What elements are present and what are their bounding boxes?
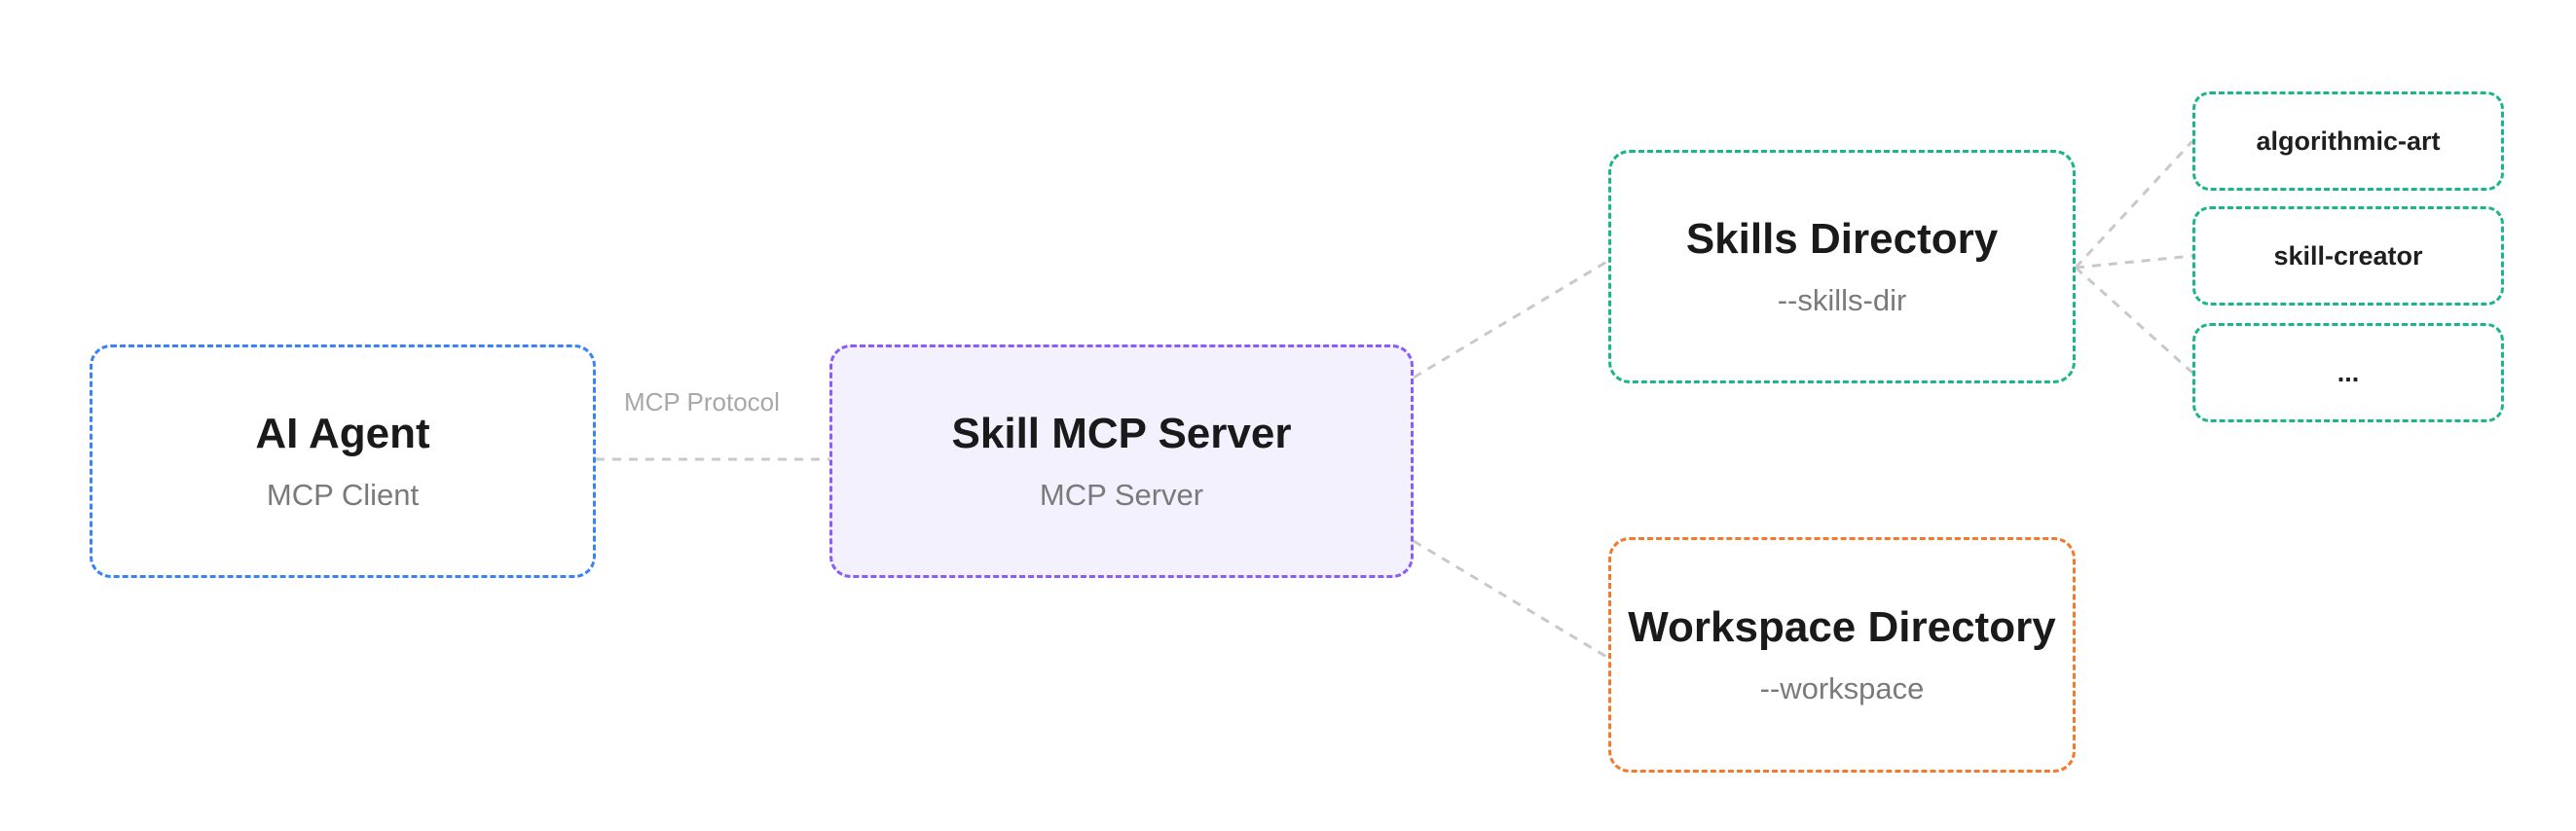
skill-item-skill-creator: skill-creator (2192, 206, 2504, 306)
skill-item-more: ... (2192, 323, 2504, 422)
node-workspace-directory-subtitle: --workspace (1759, 671, 1925, 706)
connector-server-workspace (1413, 539, 1609, 660)
connector-skills-item-1 (2074, 139, 2194, 270)
node-skills-directory: Skills Directory --skills-dir (1608, 150, 2076, 383)
node-ai-agent: AI Agent MCP Client (90, 344, 596, 578)
connector-server-skills (1413, 259, 1609, 379)
node-skill-mcp-server-subtitle: MCP Server (1039, 478, 1204, 513)
skill-item-algorithmic-art: algorithmic-art (2192, 91, 2504, 191)
node-skills-directory-title: Skills Directory (1685, 214, 1999, 263)
node-skills-directory-subtitle: --skills-dir (1777, 283, 1907, 318)
node-ai-agent-subtitle: MCP Client (266, 478, 420, 513)
node-workspace-directory: Workspace Directory --workspace (1608, 537, 2076, 773)
node-workspace-directory-title: Workspace Directory (1628, 602, 2056, 651)
node-skill-mcp-server-title: Skill MCP Server (951, 409, 1292, 457)
skill-item-label: algorithmic-art (2256, 126, 2441, 156)
edge-label-mcp-protocol: MCP Protocol (624, 387, 780, 416)
skill-item-label: skill-creator (2273, 240, 2423, 271)
connector-skills-item-2 (2075, 254, 2193, 270)
connector-skills-item-3 (2074, 266, 2194, 375)
node-ai-agent-title: AI Agent (255, 409, 430, 457)
node-skill-mcp-server: Skill MCP Server MCP Server (829, 344, 1414, 578)
skill-item-label: ... (2337, 357, 2360, 387)
